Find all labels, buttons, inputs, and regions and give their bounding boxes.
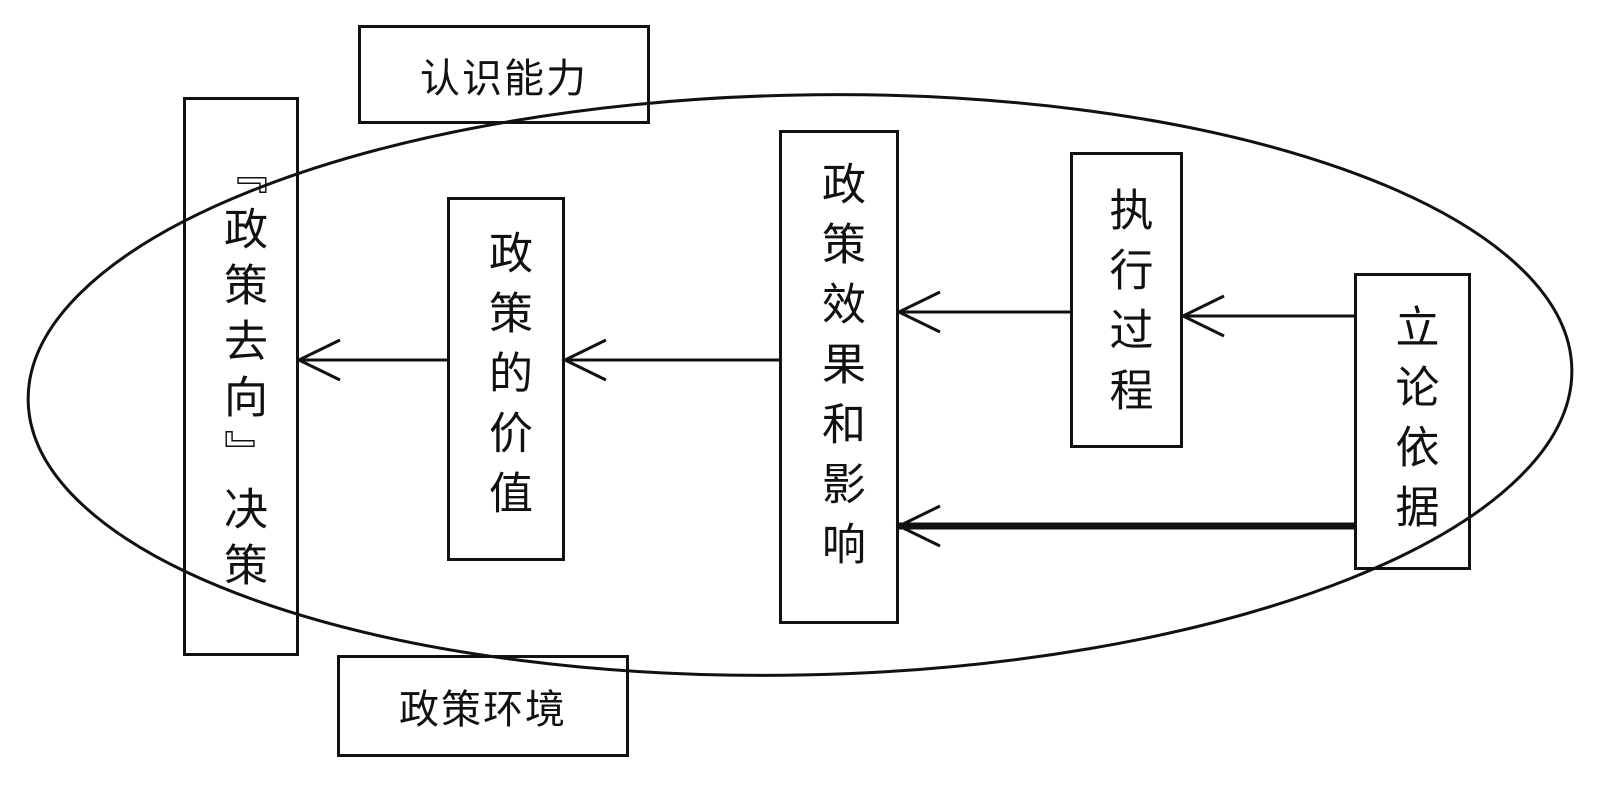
node-decision: 『政策去向』决策	[183, 97, 299, 656]
node-policy-value-label: 政策的价值	[481, 230, 532, 530]
node-execution-process: 执行过程	[1070, 152, 1183, 448]
node-decision-label: 『政策去向』决策	[216, 150, 267, 598]
node-policy-effect: 政策效果和影响	[779, 130, 899, 624]
connector-effect-to-value	[561, 338, 779, 382]
node-policy-effect-label: 政策效果和影响	[814, 161, 865, 581]
connector-execution-to-effect	[895, 290, 1070, 334]
node-argument-basis-label: 立论依据	[1387, 304, 1439, 544]
policy-environment-ellipse	[26, 93, 1574, 677]
node-cognition-ability: 认识能力	[358, 25, 650, 124]
node-argument-basis: 立论依据	[1354, 273, 1471, 570]
node-cognition-ability-label: 认识能力	[420, 55, 588, 102]
connector-basis-to-effect	[895, 504, 1354, 548]
node-policy-value: 政策的价值	[447, 197, 565, 561]
node-policy-environment: 政策环境	[337, 655, 629, 757]
connector-basis-to-execution	[1179, 294, 1354, 338]
node-execution-process-label: 执行过程	[1101, 187, 1153, 427]
connector-value-to-decision	[295, 338, 447, 382]
node-policy-environment-label: 政策环境	[399, 687, 567, 733]
